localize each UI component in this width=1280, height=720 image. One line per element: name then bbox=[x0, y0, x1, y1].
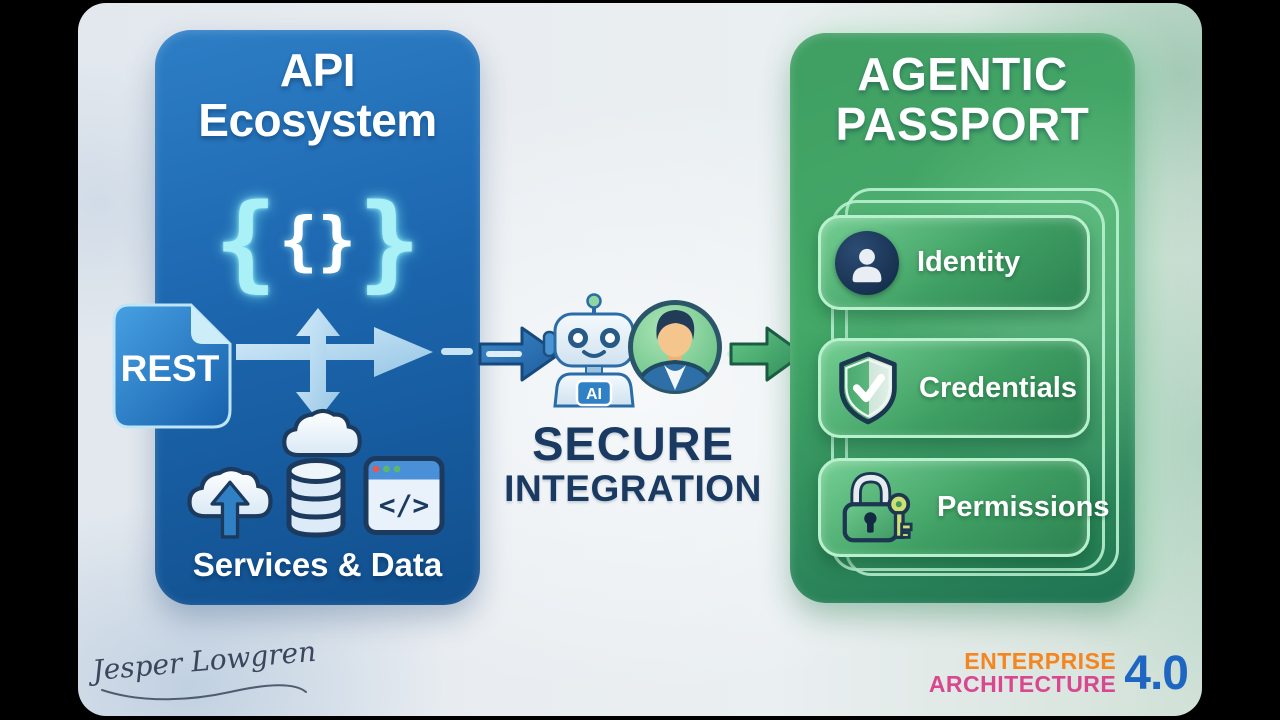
flow-arrow-blue-icon bbox=[478, 326, 561, 382]
permissions-card: Permissions bbox=[818, 458, 1109, 557]
passport-title-line2: PASSPORT bbox=[835, 97, 1090, 150]
inner-braces: {} bbox=[278, 205, 357, 279]
api-panel-title: API Ecosystem bbox=[155, 44, 480, 146]
permissions-label: Permissions bbox=[937, 491, 1110, 523]
secure-line: SECURE bbox=[532, 417, 734, 470]
outer-brace-close: } bbox=[358, 181, 421, 303]
cloud-upload-icon bbox=[187, 466, 273, 539]
code-window-icon: </> bbox=[363, 456, 445, 535]
integration-line: INTEGRATION bbox=[504, 468, 762, 510]
api-title-line2: Ecosystem bbox=[198, 93, 437, 146]
brand-version: 4.0 bbox=[1124, 646, 1189, 700]
rest-label: REST bbox=[121, 348, 220, 389]
secure-integration-title: SECURE INTEGRATION bbox=[492, 419, 774, 509]
data-flow-arrows-icon bbox=[236, 308, 473, 420]
brand-architecture: ARCHITECTURE bbox=[928, 671, 1117, 698]
ai-badge: AI bbox=[586, 386, 602, 403]
json-braces-icon: { {} } bbox=[155, 172, 480, 312]
poster-canvas: API Ecosystem { {} } REST bbox=[78, 3, 1202, 716]
identity-user-icon bbox=[835, 230, 899, 295]
passport-title-line1: AGENTIC bbox=[857, 48, 1068, 100]
credentials-card: Credentials bbox=[818, 338, 1090, 438]
cloud-icon bbox=[282, 408, 362, 458]
user-avatar-icon bbox=[628, 300, 722, 394]
credentials-label: Credentials bbox=[919, 371, 1077, 404]
rest-api-badge: REST bbox=[112, 303, 232, 429]
code-glyph: </> bbox=[379, 489, 430, 522]
identity-label: Identity bbox=[917, 246, 1021, 278]
api-title-line1: API bbox=[279, 44, 356, 96]
brand-words: ENTERPRISE ARCHITECTURE bbox=[928, 648, 1117, 698]
brand-logo: ENTERPRISE ARCHITECTURE 4.0 bbox=[928, 646, 1189, 700]
database-icon bbox=[286, 458, 346, 538]
services-data-caption: Services & Data bbox=[192, 546, 443, 583]
identity-card: Identity bbox=[818, 215, 1090, 310]
passport-panel-title: AGENTIC PASSPORT bbox=[790, 48, 1135, 150]
signature-flourish bbox=[101, 684, 307, 701]
flow-arrow-green-icon bbox=[727, 326, 805, 382]
outer-brace-open: { bbox=[214, 181, 277, 303]
brand-enterprise: ENTERPRISE bbox=[964, 648, 1117, 674]
shield-check-icon bbox=[839, 351, 897, 425]
lock-key-icon bbox=[842, 471, 913, 542]
